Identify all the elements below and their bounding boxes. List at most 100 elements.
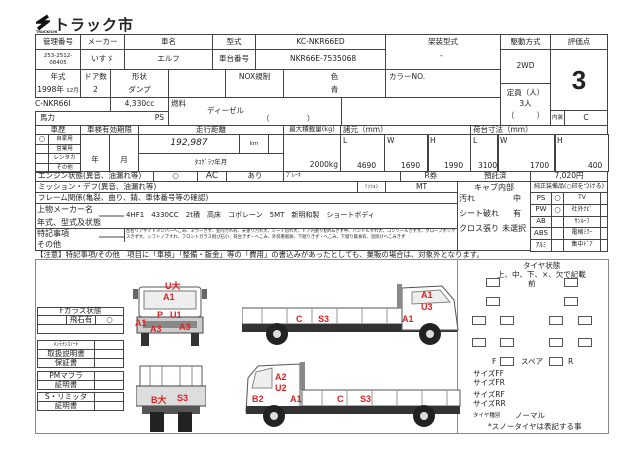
damage-mark-front: P — [157, 310, 164, 320]
doc-lim_cert-check[interactable] — [94, 401, 124, 411]
body-type-label: 架装型式 — [385, 34, 501, 70]
mileage-check[interactable] — [268, 134, 284, 154]
tire-r-label: R — [568, 357, 574, 366]
damage-mark-front: U1 — [170, 310, 182, 320]
damage-mark-front: A1 — [135, 318, 147, 328]
tire-box[interactable] — [472, 316, 486, 325]
history-item: その他 — [48, 162, 81, 173]
year-label: 年式 — [50, 72, 66, 82]
tire-title: タイヤ状態 — [523, 261, 561, 270]
truck-side-right-diagram — [242, 284, 459, 345]
name-label: 車名 — [124, 34, 213, 50]
chassis: NKR66E-7535068 — [255, 49, 386, 70]
fuel-paren: （ ） — [262, 114, 315, 123]
tire-box[interactable] — [472, 338, 486, 347]
fuel-label: 燃料 — [171, 99, 186, 108]
tire-box[interactable] — [564, 297, 578, 306]
fuel-cell — [168, 97, 342, 126]
tire-size-fr: サイズFR — [473, 378, 505, 387]
tire-box[interactable] — [549, 338, 563, 347]
bed-l: L — [470, 134, 499, 172]
damage-mark-front: A1 — [163, 292, 175, 302]
bed-value: 400 — [588, 161, 603, 170]
shape: ダンプ — [128, 84, 151, 94]
tire-type-label: タイヤ種別 — [473, 413, 501, 419]
colorno-cell: カラーNO. — [385, 69, 501, 98]
load: 2000kg — [283, 134, 341, 172]
bed-w: W — [497, 134, 556, 172]
notes-label: 特記事項 — [37, 229, 69, 238]
damage-mark-side_right: A1 — [402, 314, 414, 324]
doc-warranty-check[interactable] — [94, 358, 124, 368]
color: 青 — [330, 84, 339, 94]
drive: 2WD — [500, 49, 551, 84]
cab-row-label: シート破れ — [459, 209, 499, 218]
upper-maker-label: 上物メーカー名 — [37, 205, 93, 214]
equipment-4-option: 集中ﾄﾞｱ — [563, 239, 601, 252]
truck-side-left-diagram — [245, 362, 461, 427]
cab-row-value: 中 — [513, 194, 521, 203]
tire-box[interactable] — [578, 338, 592, 347]
body-type: - — [440, 51, 443, 60]
tire-box[interactable] — [578, 316, 592, 325]
capacity: 3人 — [519, 99, 532, 109]
diagram-divider — [457, 259, 458, 434]
nox-label: NOX規制 — [238, 72, 271, 81]
truck-front-diagram — [133, 286, 207, 346]
tire-box[interactable] — [564, 278, 578, 287]
tire-size-rf: サイズRF — [473, 390, 505, 399]
notes: 左右リアサイドメンバーへこみ、ミラーきず、室内汚れ有、天張り汚れ大、シート切れ大… — [124, 229, 458, 242]
cab-row-value: 有 — [513, 209, 521, 218]
tire-size-rr: サイズRR — [473, 399, 506, 408]
capacity-label: 定員（人） — [506, 88, 545, 98]
tire-box[interactable] — [486, 278, 500, 287]
cab-row-label: 汚れ — [459, 194, 475, 203]
spec-value: 4690 — [357, 161, 377, 170]
hp-label: 馬力 — [40, 113, 55, 123]
bed-h: H — [554, 134, 609, 172]
shape-label: 形状 — [132, 72, 147, 82]
cab-row-value: 未選択 — [502, 224, 526, 233]
fglass-row3 — [37, 324, 124, 334]
logo-text: トラック市 — [54, 16, 135, 34]
history-mark-cell[interactable] — [35, 162, 49, 173]
interior-label: 内装 — [550, 110, 565, 126]
year-value: 1998年 — [37, 84, 64, 94]
connector-lines — [99, 215, 124, 238]
tire-front-label: 前 — [528, 279, 536, 288]
doc-pm_cert-check[interactable] — [94, 380, 124, 390]
chassis-label: 車台番号 — [212, 49, 256, 70]
tacho: ﾀｺｸﾞﾗﾌ年月 — [138, 153, 284, 172]
tire-f-label: F — [492, 357, 497, 366]
drive-label: 駆動方式 — [500, 34, 551, 50]
capacity-cell: 定員（人）3人（ ） — [500, 83, 551, 126]
tire-box[interactable] — [549, 357, 563, 366]
logo-mark-icon — [36, 14, 50, 30]
tire-box[interactable] — [500, 316, 514, 325]
damage-mark-side_left: S3 — [360, 394, 372, 404]
colorno-label: カラーNO. — [389, 72, 426, 81]
tire-box[interactable] — [500, 338, 514, 347]
equipment-4-option-check[interactable] — [600, 239, 608, 252]
capacity-paren: （ ） — [506, 110, 545, 120]
damage-mark-rear: B大 — [151, 395, 167, 405]
door-label: ドア数 — [84, 72, 107, 82]
model: KC-NKR66ED — [255, 34, 386, 50]
mileage: 192,987 — [138, 134, 240, 154]
tire-box[interactable] — [549, 316, 563, 325]
mgmt-label: 管理番号 — [35, 34, 81, 50]
maker: いすゞ — [80, 49, 125, 70]
tire-legend: 上、中、下、×、欠で記載 — [497, 270, 586, 279]
mgmt-no: 253-2512-08405 — [35, 49, 81, 70]
score: 3 — [550, 49, 608, 111]
spec-w: W — [384, 134, 429, 172]
month-value: 12月 — [66, 87, 79, 94]
fuel: ディーゼル — [207, 106, 244, 115]
year-cell: 年式 1998年 12月 — [35, 69, 81, 98]
equipment-4-name: ｱﾙﾐ — [530, 239, 552, 252]
engine-model: C-NKR66I — [35, 97, 111, 112]
tire-box[interactable] — [500, 357, 514, 366]
damage-mark-rear: S3 — [177, 393, 189, 403]
tire-box[interactable] — [486, 297, 500, 306]
